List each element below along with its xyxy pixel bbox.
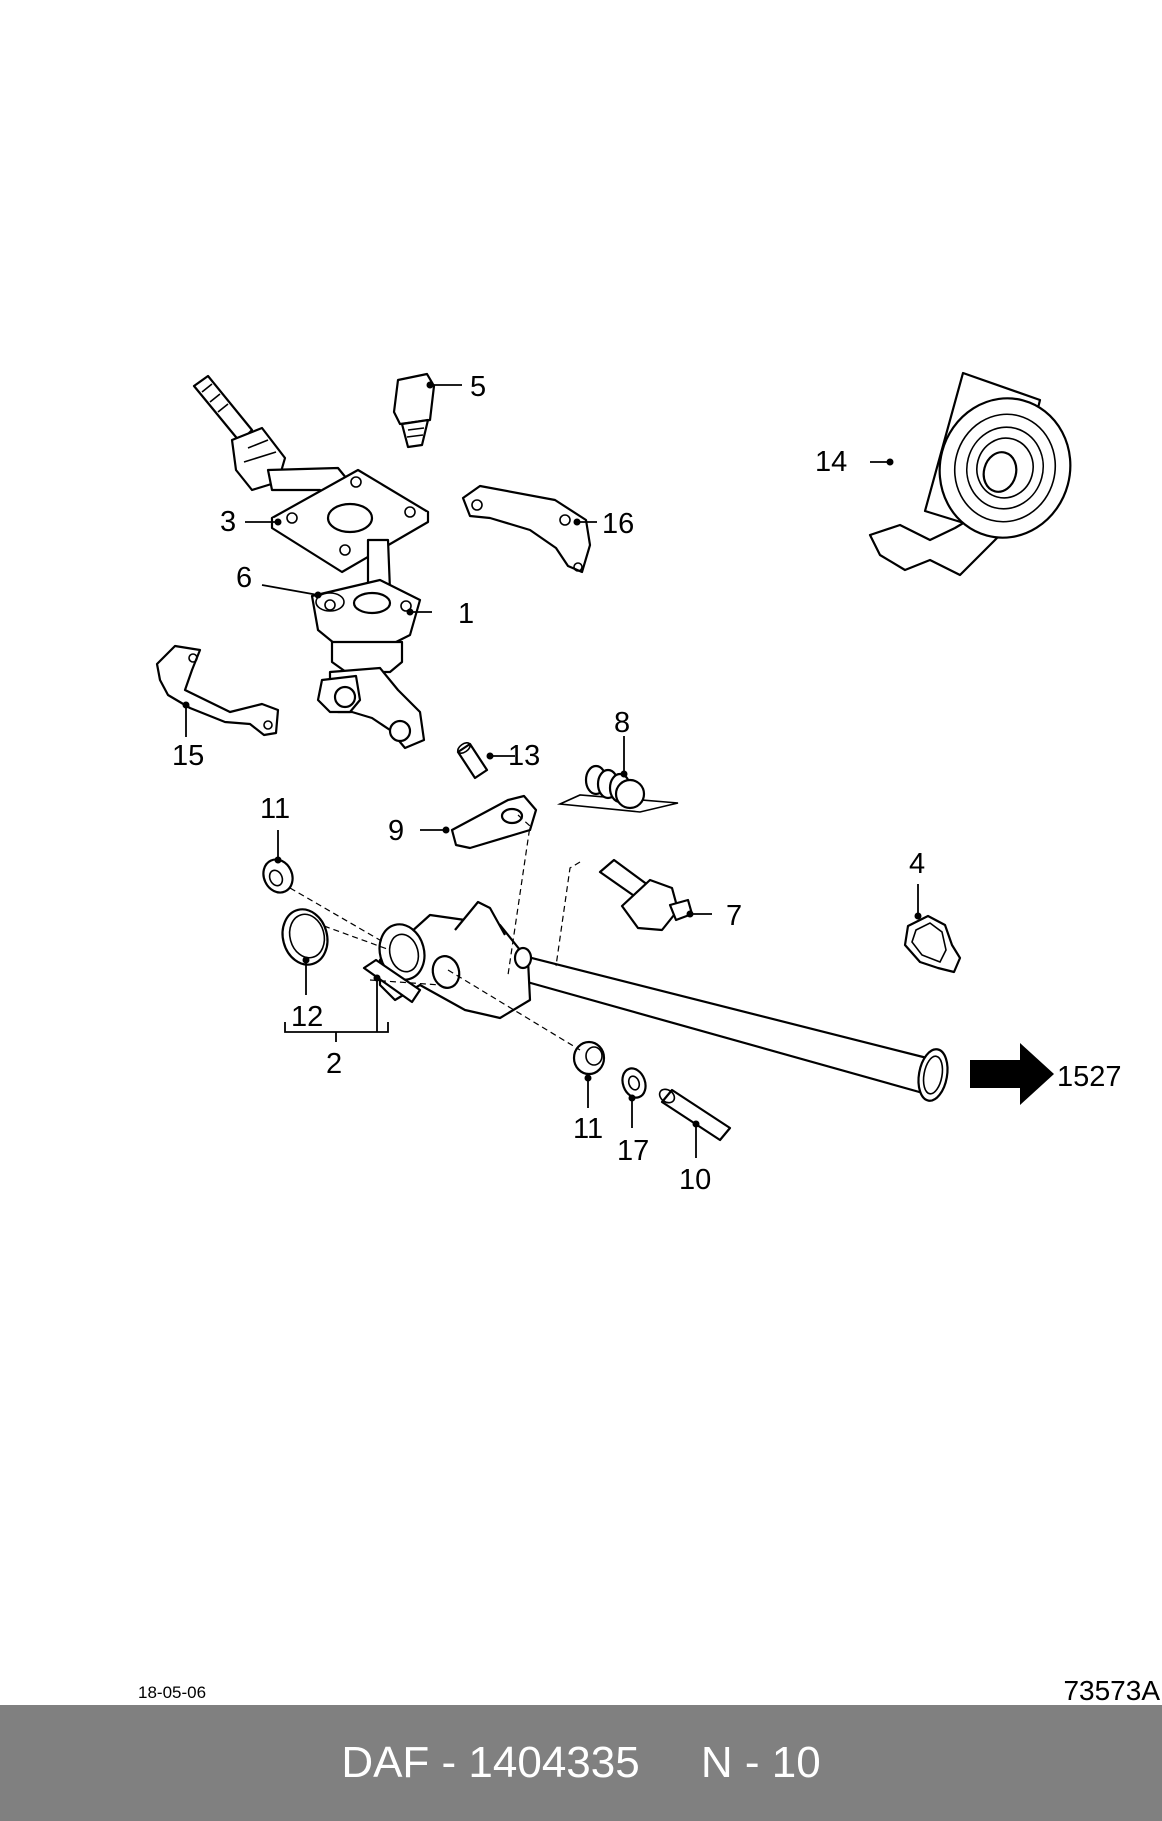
callout-7: 7 [726,900,742,932]
pin-long [658,1088,732,1142]
bolt [392,372,436,449]
callout-10: 10 [679,1164,711,1196]
callout-12: 12 [291,1001,323,1033]
pin-small [456,742,489,780]
callout-5: 5 [470,371,486,403]
tape-roll [868,371,1072,577]
footer-page: N - 10 [700,1738,821,1787]
footer-brand: DAF [341,1738,430,1787]
callout-11-lower: 11 [573,1113,603,1145]
callout-4: 4 [909,848,925,880]
gear-lever-assembly [192,374,430,750]
footer-part-number: 1404335 [468,1738,640,1787]
shift-rod [362,900,949,1102]
callout-14: 14 [815,446,847,478]
callout-1: 1 [458,598,474,630]
bush-lower [572,1040,606,1076]
callout-13: 13 [508,740,540,772]
footer-separator: - [429,1738,469,1787]
shaft-pin [598,858,694,932]
footer-gap [640,1738,701,1788]
assembly-lines [289,814,581,1051]
callout-17: 17 [617,1135,649,1167]
ref-arrow-icon [970,1043,1054,1105]
parts-diagram: 5 16 1 3 6 14 15 13 8 9 7 4 11 12 2 11 1… [155,371,1122,1196]
callout-6: 6 [236,562,252,594]
ref-arrow-label: 1527 [1057,1061,1122,1093]
gasket [903,914,962,974]
washer [621,1067,647,1099]
callout-11-upper: 11 [260,793,290,825]
link-plate [450,794,538,850]
footer-bar: DAF - 1404335 N - 10 [0,1705,1162,1821]
spring [556,764,679,813]
callout-16: 16 [602,508,634,540]
bracket-right [461,484,592,574]
cap-ring [281,908,329,966]
document-number: 73573A [1063,1675,1160,1706]
bracket-left [155,644,280,737]
callout-8: 8 [614,707,630,739]
leaders [182,381,922,1158]
callout-2: 2 [326,1048,342,1080]
bush-upper [262,858,294,894]
callout-9: 9 [388,815,404,847]
callout-3: 3 [220,506,236,538]
callout-15: 15 [172,740,204,772]
diagram-date: 18-05-06 [138,1683,207,1702]
